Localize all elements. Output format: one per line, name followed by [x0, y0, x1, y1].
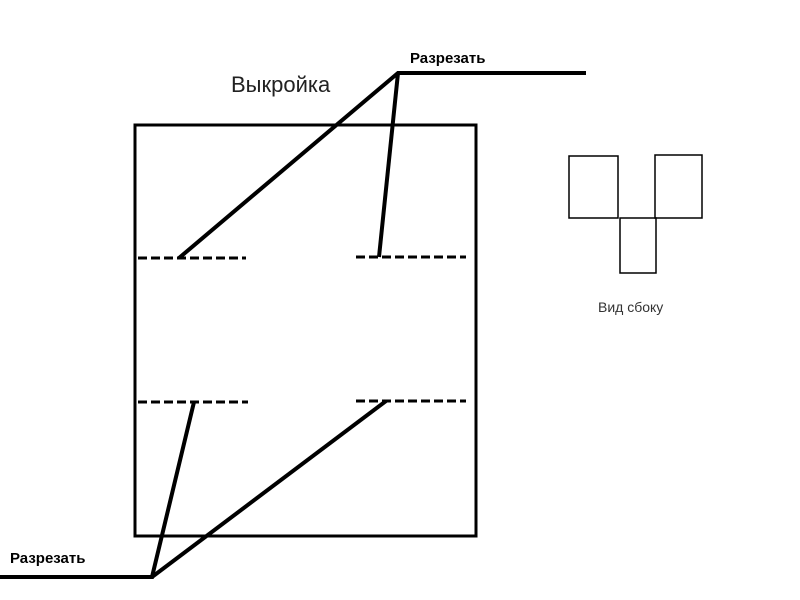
side-view-right-block [654, 154, 703, 219]
pattern-sheet [133, 123, 478, 538]
side-view-caption: Вид сбоку [598, 299, 663, 315]
side-view-bottom-block [619, 217, 657, 274]
pattern-title: Выкройка [231, 72, 331, 97]
cut-leader-top-right [377, 72, 400, 258]
side-view-left-block [568, 155, 619, 219]
cut-callout-bottom-label: Разрезать [10, 550, 85, 567]
side-view-sketch [568, 154, 703, 274]
cut-callout-top-label: Разрезать [410, 50, 485, 67]
cut-leader-bottom-right [150, 399, 388, 579]
